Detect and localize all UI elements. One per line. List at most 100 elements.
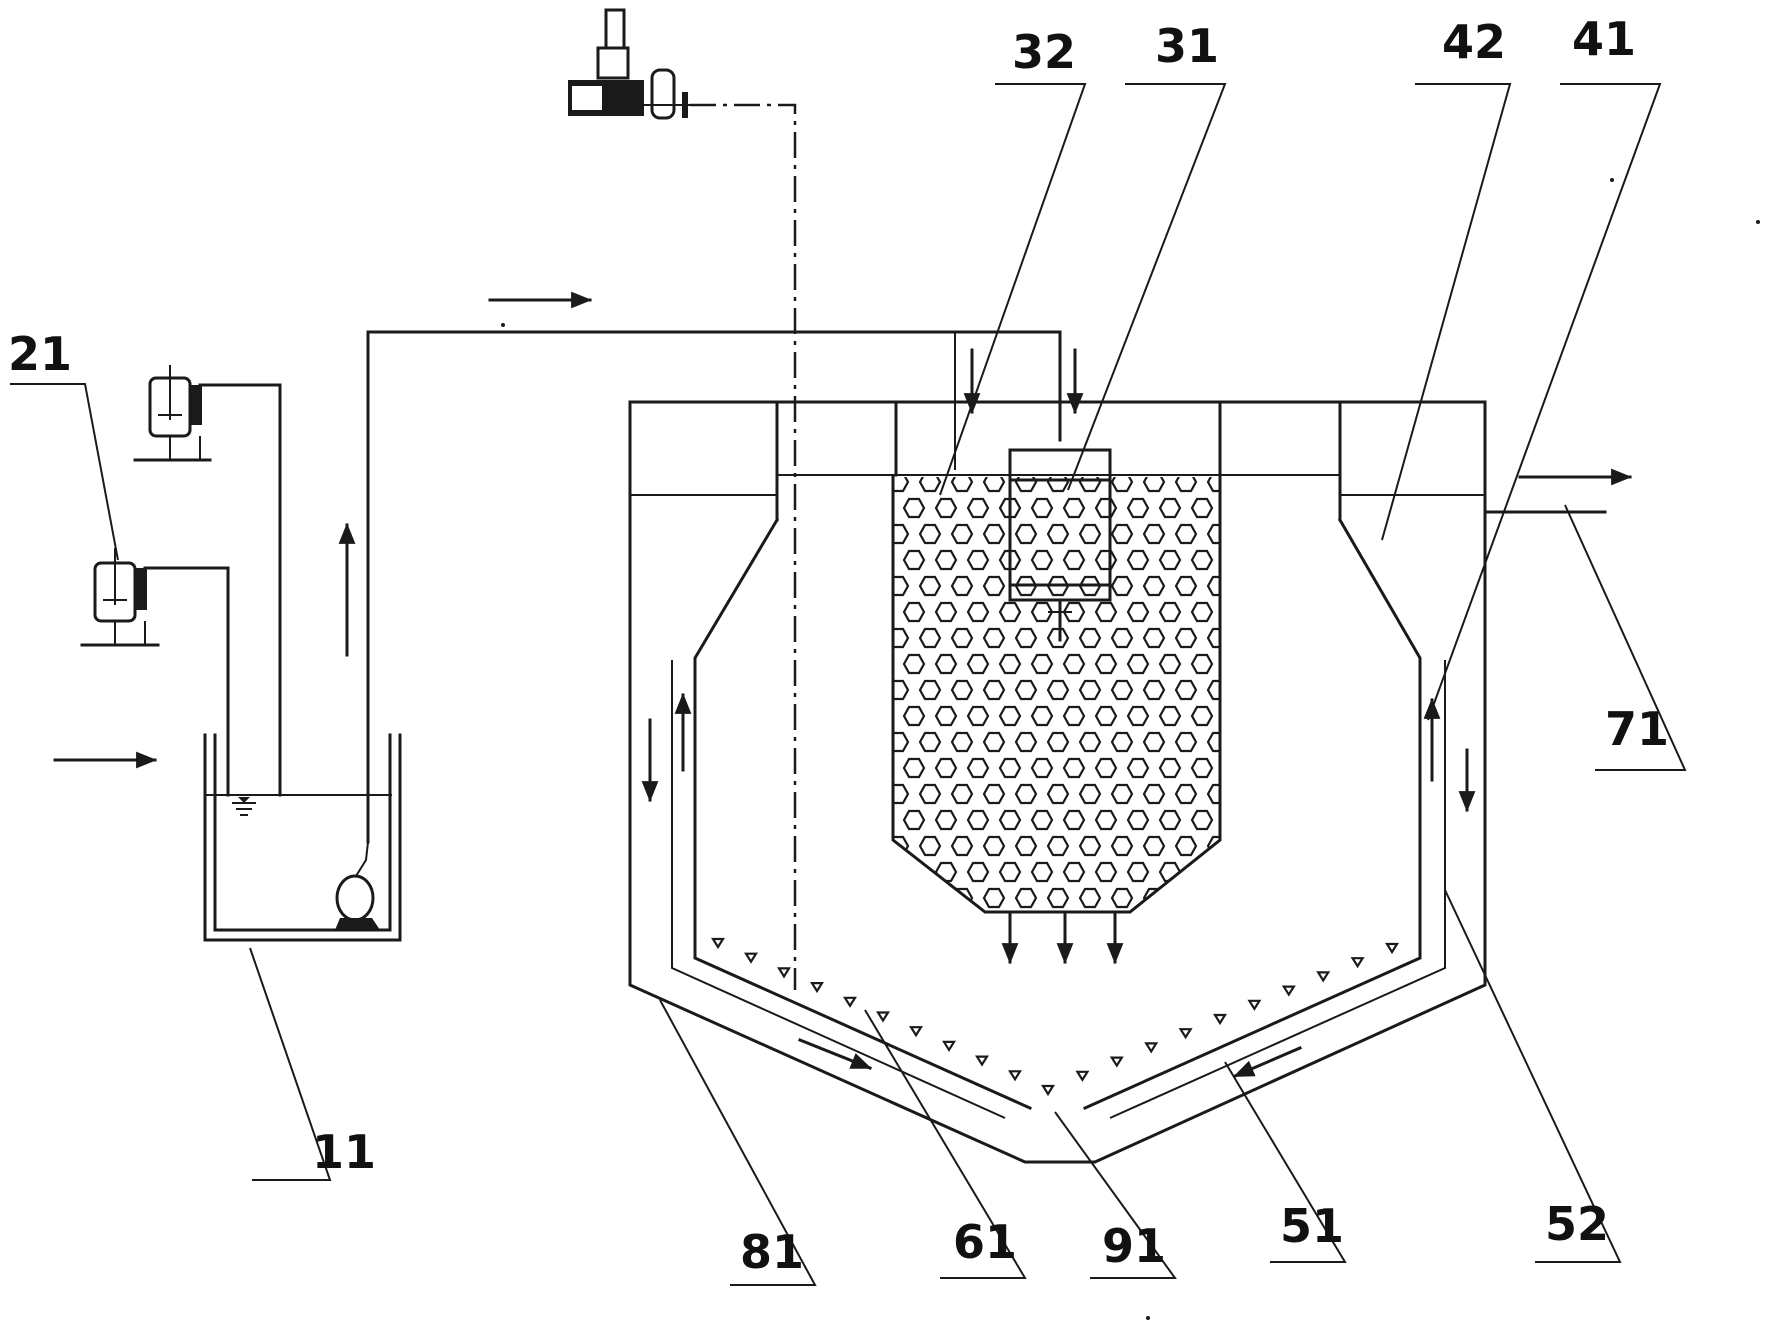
- media-particle: [1206, 783, 1220, 805]
- label-31: 31: [1155, 19, 1219, 73]
- media-particle: [893, 679, 910, 701]
- media-particle: [902, 809, 926, 831]
- media-particle: [918, 835, 942, 857]
- diffuser-head: [1075, 1070, 1090, 1082]
- media-particle: [1206, 477, 1220, 493]
- media-particle: [934, 653, 958, 675]
- media-particle: [1206, 731, 1220, 753]
- reactor-outer-wall: [628, 400, 1487, 1164]
- media-particle: [1110, 887, 1134, 909]
- media-particle: [982, 477, 1006, 493]
- media-particle: [982, 575, 1006, 597]
- media-particle: [1078, 731, 1102, 753]
- label-21: 21: [8, 327, 72, 381]
- media-particle: [902, 497, 926, 519]
- media-particle: [1190, 601, 1214, 623]
- media-particle: [1078, 887, 1102, 909]
- media-particle: [1142, 575, 1166, 597]
- dosing-pipe-lower: [143, 566, 230, 797]
- media-particle: [1126, 653, 1150, 675]
- flow-arrow-bottom-right: [1233, 1046, 1302, 1078]
- dosing-pipe-upper: [198, 383, 282, 797]
- speck: [1756, 220, 1760, 224]
- diffuser-head: [1041, 1084, 1055, 1097]
- diffuser-head: [1385, 942, 1399, 955]
- media-particle: [1046, 783, 1070, 805]
- media-particle: [918, 523, 942, 545]
- media-particle: [1046, 887, 1070, 909]
- regulating-tank: [203, 733, 402, 942]
- media-particle: [893, 627, 910, 649]
- media-particle: [1014, 783, 1038, 805]
- media-particle: [1206, 627, 1220, 649]
- media-particle: [1062, 705, 1086, 727]
- media-particle: [1062, 497, 1086, 519]
- media-particle: [950, 523, 974, 545]
- media-particle: [1094, 549, 1118, 571]
- media-particle: [1030, 549, 1054, 571]
- diffuser-head: [711, 937, 725, 950]
- media-particle: [918, 783, 942, 805]
- media-particle: [934, 601, 958, 623]
- media-particle: [1078, 835, 1102, 857]
- media-particle: [1126, 497, 1150, 519]
- media-particle: [966, 497, 990, 519]
- media-particle: [918, 887, 942, 909]
- label-81: 81: [740, 1225, 804, 1279]
- media-particle: [1190, 497, 1214, 519]
- media-particle: [1046, 679, 1070, 701]
- dosing-tank-lower: [80, 548, 160, 647]
- media-particle: [1014, 679, 1038, 701]
- media-particle: [893, 731, 910, 753]
- media-particle: [1190, 757, 1214, 779]
- media-particle: [1174, 477, 1198, 493]
- guide-baffle-right: [1083, 517, 1422, 1110]
- label-32: 32: [1012, 25, 1076, 79]
- label-91: 91: [1102, 1219, 1166, 1273]
- media-particle: [998, 549, 1022, 571]
- media-particle: [1046, 477, 1070, 493]
- media-particle: [1094, 497, 1118, 519]
- media-particle: [966, 809, 990, 831]
- media-particle: [966, 549, 990, 571]
- diffuser-head: [843, 996, 857, 1008]
- media-particle: [1030, 497, 1054, 519]
- media-particle: [934, 861, 958, 883]
- submersible-pump-icon: [335, 841, 380, 930]
- inner-wall-right: [1109, 660, 1446, 1119]
- media-particle: [950, 575, 974, 597]
- media-particle: [1078, 627, 1102, 649]
- media-particle: [1158, 757, 1182, 779]
- media-particle: [1046, 627, 1070, 649]
- media-particle: [1142, 731, 1166, 753]
- diffuser-head: [1144, 1042, 1159, 1054]
- media-particle: [1078, 523, 1102, 545]
- media-particle: [893, 575, 910, 597]
- diffuser-head: [942, 1040, 956, 1052]
- media-particle: [1126, 601, 1150, 623]
- diffuser-head: [1178, 1028, 1193, 1040]
- media-particle: [893, 887, 910, 909]
- media-particle: [1110, 679, 1134, 701]
- media-particle: [1158, 653, 1182, 675]
- media-particle: [918, 477, 942, 493]
- media-particle: [1158, 705, 1182, 727]
- media-particle: [1126, 757, 1150, 779]
- media-particle: [966, 653, 990, 675]
- media-particle: [982, 679, 1006, 701]
- media-particle: [950, 477, 974, 493]
- media-particle: [1142, 523, 1166, 545]
- media-particle: [902, 549, 926, 571]
- media-particle: [918, 575, 942, 597]
- media-particle: [1142, 783, 1166, 805]
- media-particle: [1078, 783, 1102, 805]
- media-particle: [918, 627, 942, 649]
- media-particle: [1174, 627, 1198, 649]
- media-particle: [1190, 549, 1214, 571]
- water-level-icon: [232, 797, 256, 816]
- filter-basket: [891, 475, 1222, 914]
- media-particle: [902, 861, 926, 883]
- media-particle: [1110, 477, 1134, 493]
- media-particle: [950, 627, 974, 649]
- label-11: 11: [312, 1125, 376, 1179]
